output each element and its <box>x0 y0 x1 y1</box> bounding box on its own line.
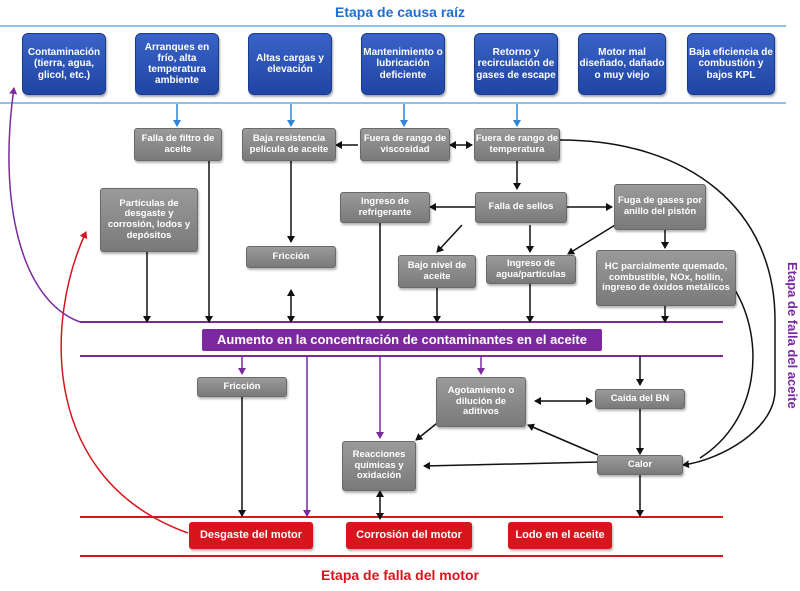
feedback-arrow <box>60 231 189 534</box>
node-reacciones-quimicas: Reacciones químicas y oxidación <box>342 441 416 491</box>
node-caida-bn: Caída del BN <box>595 389 685 409</box>
root-cause-altas-cargas: Altas cargas y elevación <box>248 33 332 95</box>
flow-arrows <box>143 139 776 520</box>
failure-lodo-aceite: Lodo en el aceite <box>508 522 612 549</box>
node-falla-filtro: Falla de filtro de aceite <box>134 128 222 161</box>
oil-stage-arrows <box>8 87 485 517</box>
node-bajo-nivel-aceite: Bajo nivel de aceite <box>398 255 476 288</box>
root-cause-baja-eficiencia: Baja eficiencia de combustión y bajos KP… <box>687 33 775 95</box>
root-cause-recirculacion-gases: Retorno y recirculación de gases de esca… <box>474 33 558 95</box>
root-cause-mantenimiento: Mantenimiento o lubricación deficiente <box>361 33 445 95</box>
node-fuera-rango-temperatura: Fuera de rango de temperatura <box>474 128 560 161</box>
node-fuga-gases: Fuga de gases por anillo del pistón <box>614 184 706 230</box>
failure-corrosion-motor: Corrosión del motor <box>346 522 472 549</box>
oil-failure-stage-title: Etapa de falla del aceite <box>785 262 800 409</box>
node-ingreso-refrigerante: Ingreso de refrigerante <box>340 192 430 223</box>
root-cause-arranques-frio: Arranques en frío, alta temperatura ambi… <box>135 33 219 95</box>
node-agotamiento-aditivos: Agotamiento o dilución de aditivos <box>436 377 526 427</box>
node-friccion-upper: Fricción <box>246 246 336 268</box>
root-cause-stage-title: Etapa de causa raíz <box>335 4 465 20</box>
node-friccion-lower: Fricción <box>197 377 287 397</box>
root-cause-contaminacion: Contaminación (tierra, agua, glicol, etc… <box>22 33 106 95</box>
node-ingreso-agua-particulas: Ingreso de agua/partículas <box>486 255 576 284</box>
root-cause-motor-mal-disenado: Motor mal diseñado, dañado o muy viejo <box>578 33 666 95</box>
node-calor: Calor <box>597 455 683 475</box>
node-fuera-rango-viscosidad: Fuera de rango de viscosidad <box>360 128 450 161</box>
failure-desgaste-motor: Desgaste del motor <box>189 522 313 549</box>
engine-failure-stage-title: Etapa de falla del motor <box>321 567 479 583</box>
center-contaminant-increase: Aumento en la concentración de contamina… <box>202 329 602 351</box>
root-cause-arrows <box>173 104 521 127</box>
node-particulas-desgaste: Partículas de desgaste y corrosión, lodo… <box>100 188 198 252</box>
node-hc-parcialmente-quemado: HC parcialmente quemado, combustible, NO… <box>596 250 736 306</box>
node-falla-sellos: Falla de sellos <box>475 192 567 223</box>
node-baja-resistencia-pelicula: Baja resistencia película de aceite <box>242 128 336 161</box>
